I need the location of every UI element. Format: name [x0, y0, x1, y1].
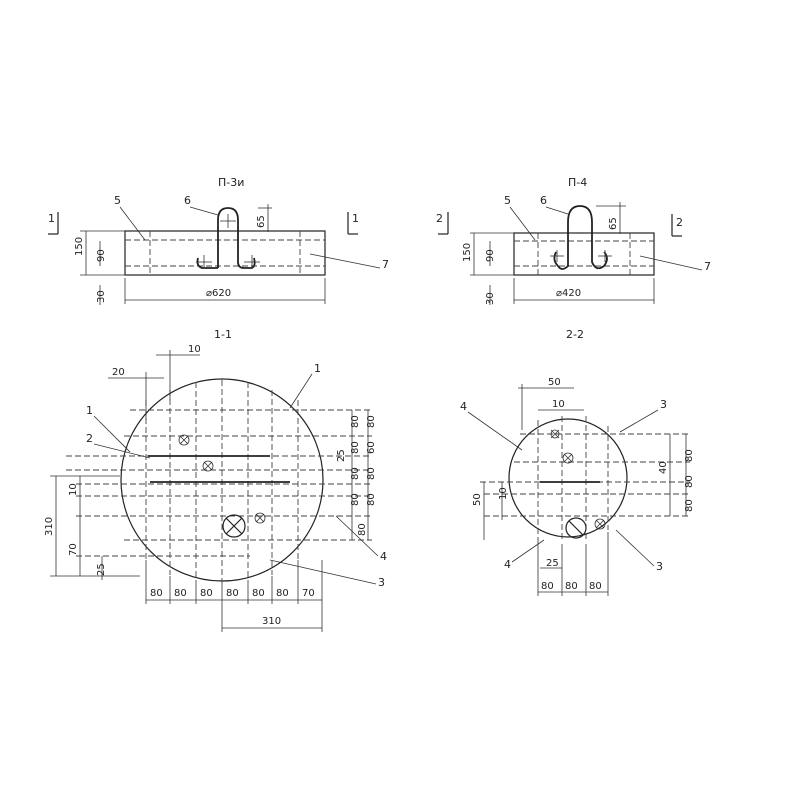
s22-callout-4-bottom: 4: [504, 558, 511, 571]
svg-text:80: 80: [589, 581, 602, 592]
s11-dim-25-bottom: 25: [96, 563, 107, 576]
s22-anchor-a: [550, 429, 560, 439]
s11-callout-2: 2: [86, 432, 93, 445]
s11-anchor-a: [178, 434, 190, 446]
s22-lifting-loop-plan: [565, 517, 587, 539]
s22-bottom-dims: 80 80 80: [537, 532, 609, 596]
svg-text:80: 80: [226, 588, 239, 599]
svg-text:2: 2: [676, 216, 683, 229]
s22-callout-3-top: 3: [660, 398, 667, 411]
section-2-2-title: 2-2: [566, 328, 584, 341]
s11-callout-4: 4: [380, 550, 387, 563]
s22-dim-40: 40: [658, 461, 669, 474]
s22-horizontal-rebars: [480, 433, 690, 517]
svg-text:80: 80: [684, 475, 695, 488]
svg-text:2: 2: [436, 212, 443, 225]
p3-slab-outline: [124, 230, 326, 276]
svg-text:80: 80: [150, 588, 163, 599]
p4-dim-diameter: ⌀420: [556, 288, 581, 299]
s22-dim-10-left: 10: [498, 487, 509, 500]
p3-lifting-loop: [217, 207, 256, 269]
view-p3-elevation: П-3и 150 90 30 65 ⌀620: [48, 176, 389, 305]
svg-text:80: 80: [276, 588, 289, 599]
s22-anchor-c: [594, 518, 606, 530]
s11-dim-20: 20: [112, 367, 125, 378]
s11-lifting-loop-plan: [222, 514, 246, 538]
s22-vertical-rebars: [537, 416, 609, 542]
p4-callout-7: 7: [704, 260, 711, 273]
s11-callout-1-left: 1: [86, 404, 93, 417]
view-p4-title: П-4: [568, 176, 587, 189]
s11-dim-70: 70: [68, 543, 79, 556]
svg-text:70: 70: [302, 588, 315, 599]
s11-horizontal-rebars: [66, 409, 372, 557]
p4-dim-150: 150: [462, 243, 473, 262]
svg-text:80: 80: [200, 588, 213, 599]
s11-dim-10-left: 10: [68, 483, 79, 496]
s11-dim-25: 25: [336, 449, 347, 462]
p3-callout-7: 7: [382, 258, 389, 271]
s22-anchor-b: [562, 452, 574, 464]
s11-callout-3: 3: [378, 576, 385, 589]
p4-dim-90: 90: [485, 249, 496, 262]
p4-callout-5: 5: [504, 194, 511, 207]
s11-bottom-dims: 80 80 80 80 80 80 70 310: [145, 560, 323, 632]
p4-slab-outline: [513, 232, 655, 276]
p4-lifting-loop: [557, 205, 608, 270]
s11-dim-310-horizontal: 310: [262, 616, 281, 627]
svg-text:80: 80: [366, 493, 377, 506]
svg-text:80: 80: [350, 467, 361, 480]
svg-text:80: 80: [366, 467, 377, 480]
svg-text:80: 80: [174, 588, 187, 599]
svg-text:80: 80: [357, 523, 368, 536]
svg-text:80: 80: [366, 415, 377, 428]
view-p4-elevation: П-4 65 150 90 30 ⌀420 2 2 5 6: [436, 176, 711, 305]
s22-callout-4-top: 4: [460, 400, 467, 413]
s22-dim-10-top: 10: [552, 399, 565, 410]
p3-dim-30: 30: [96, 290, 107, 303]
p4-callout-6: 6: [540, 194, 547, 207]
s11-anchor-c: [254, 512, 266, 524]
s11-dim-10: 10: [188, 344, 201, 355]
s22-dim-50-top: 50: [548, 377, 561, 388]
s22-slab-circle: [508, 418, 628, 538]
p3-dim-diameter: ⌀620: [206, 288, 231, 299]
svg-text:1: 1: [352, 212, 359, 225]
svg-text:1: 1: [48, 212, 55, 225]
svg-text:80: 80: [350, 493, 361, 506]
s11-anchor-b: [202, 460, 214, 472]
section-1-1-plan: 1-1: [44, 328, 387, 632]
svg-text:80: 80: [565, 581, 578, 592]
s22-dim-50-left: 50: [472, 493, 483, 506]
svg-text:80: 80: [252, 588, 265, 599]
svg-text:60: 60: [366, 441, 377, 454]
svg-text:80: 80: [541, 581, 554, 592]
s11-right-dims: 80 80 60 80 80 80 80 80 80: [350, 410, 377, 540]
svg-text:80: 80: [684, 449, 695, 462]
s22-callout-3-bottom: 3: [656, 560, 663, 573]
p3-loop-hook-left: [196, 257, 218, 269]
p3-dim-90: 90: [96, 249, 107, 262]
s11-dim-310-vertical: 310: [44, 517, 55, 536]
s11-callout-1-top: 1: [314, 362, 321, 375]
p3-callout-6: 6: [184, 194, 191, 207]
s22-right-dims: 80 80 80 40: [658, 434, 695, 516]
section-1-1-title: 1-1: [214, 328, 232, 341]
svg-text:80: 80: [350, 441, 361, 454]
p3-dim-150: 150: [74, 237, 85, 256]
section-2-2-plan: 2-2 50 10: [460, 328, 695, 596]
s22-dim-25: 25: [546, 558, 559, 569]
p3-callout-5: 5: [114, 194, 121, 207]
p4-dim-30: 30: [485, 292, 496, 305]
view-p3-title: П-3и: [218, 176, 244, 189]
p4-dim-65: 65: [608, 217, 619, 230]
p3-dim-65: 65: [256, 215, 267, 228]
svg-text:80: 80: [350, 415, 361, 428]
svg-text:80: 80: [684, 499, 695, 512]
